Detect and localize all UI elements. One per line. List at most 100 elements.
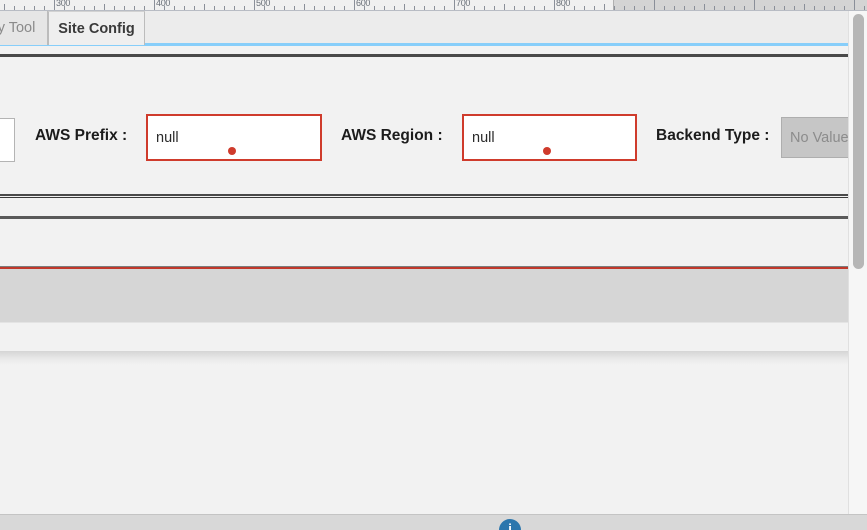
ruler-tick [214,6,215,10]
ruler-inactive-region [613,0,867,10]
tab-query-tool[interactable]: y Tool [0,11,48,45]
ruler-tick [634,6,635,10]
ruler-tick [144,6,145,10]
vertical-scrollbar-thumb[interactable] [853,14,864,269]
ruler-tick [834,6,835,10]
panel-shadow [0,351,867,365]
ruler-tick [654,0,655,10]
divider-mid-c [0,216,867,219]
aws-region-label: AWS Region : [341,127,443,144]
ruler-tick [134,6,135,10]
ruler-tick [44,6,45,10]
ruler-tick [154,0,155,10]
aws-prefix-value: null [156,129,179,146]
info-icon-glyph: i [508,521,512,530]
search-band [0,269,867,322]
ruler-tick [674,6,675,10]
divider-top [0,54,867,57]
ruler-tick [434,6,435,10]
ruler-label: 800 [556,0,571,8]
ruler-tick [74,6,75,10]
aws-region-error-dot [543,147,551,155]
ruler-tick [554,0,555,10]
ruler-label: 400 [156,0,171,8]
ruler-tick [864,6,865,10]
ruler-tick [114,6,115,10]
band-after-rules [0,219,867,266]
ruler-tick [484,6,485,10]
ruler-tick [704,4,705,10]
ruler-tick [684,6,685,10]
form-section: AWS Prefix : null AWS Region : null Back… [0,57,867,194]
form-row: AWS Prefix : null AWS Region : null Back… [0,57,867,194]
ruler-tick [14,6,15,10]
ruler-tick [564,6,565,10]
ruler-tick [584,6,585,10]
ruler-tick [754,0,755,10]
info-icon[interactable]: i [499,519,521,530]
tab-site-config[interactable]: Site Config [48,11,145,45]
ruler-tick [354,0,355,10]
ruler-tick [254,0,255,10]
ruler-tick [384,6,385,10]
ruler-tick [294,6,295,10]
ruler-tick [344,6,345,10]
tab-site-config-label: Site Config [58,20,135,37]
ruler-tick [124,6,125,10]
aws-region-value: null [472,129,495,146]
tab-query-tool-label: y Tool [0,20,36,36]
ruler-tick [84,6,85,10]
ruler-tick [664,6,665,10]
ruler-tick [224,6,225,10]
ruler-tick [204,4,205,10]
partial-left-field[interactable] [0,118,15,162]
ruler-tick [604,4,605,10]
ruler-label: 600 [356,0,371,8]
band-between-rules [0,199,867,216]
ruler-tick [414,6,415,10]
ruler-tick [304,4,305,10]
ruler-tick [54,0,55,10]
vertical-scrollbar[interactable] [848,11,867,514]
divider-mid-b [0,197,867,198]
backend-type-value: No Value [790,129,849,146]
ruler-tick [574,6,575,10]
ruler-tick [4,4,5,10]
backend-type-label: Backend Type : [656,127,770,144]
ruler-label: 300 [56,0,71,8]
ruler-tick [244,6,245,10]
ruler-tick [184,6,185,10]
ruler-tick [234,6,235,10]
ruler-tick [424,6,425,10]
ruler-tick [94,6,95,10]
ruler-tick [644,6,645,10]
ruler-tick [164,6,165,10]
ruler-tick [324,6,325,10]
ruler-tick [624,6,625,10]
ruler-tick [744,6,745,10]
ruler-tick [104,4,105,10]
ruler-tick [694,6,695,10]
ruler-tick [764,6,765,10]
ruler-tick [464,6,465,10]
ruler-tick [494,6,495,10]
ruler-tick [854,0,855,10]
ruler-tick [614,6,615,10]
aws-prefix-error-dot [228,147,236,155]
ruler-tick [274,6,275,10]
ruler-tick [524,6,525,10]
ruler-tick [24,6,25,10]
ruler-tick [784,6,785,10]
divider-mid-a [0,194,867,196]
page-empty-area [0,365,867,514]
ruler-label: 700 [456,0,471,8]
ruler-tick [714,6,715,10]
ruler-tick [724,6,725,10]
ruler-tick [374,6,375,10]
tab-strip: y Tool Site Config [0,11,867,46]
ruler-tick [284,6,285,10]
ruler-tick [814,6,815,10]
ruler-tick [824,6,825,10]
